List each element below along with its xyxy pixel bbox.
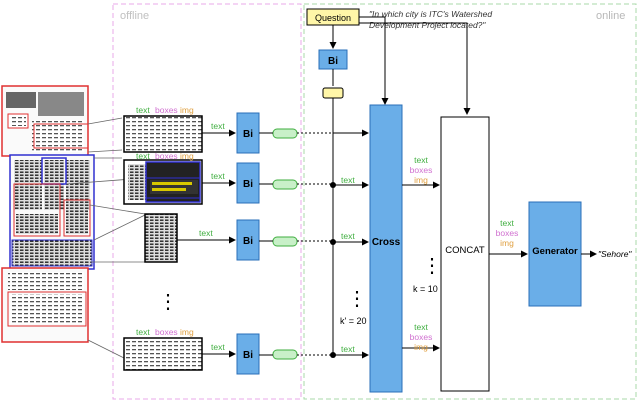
bus-text-2: text — [341, 175, 355, 185]
online-region — [303, 3, 637, 400]
snippet-2 — [123, 159, 203, 205]
offline-label: offline — [120, 10, 149, 22]
document-pages — [1, 85, 95, 343]
bi-encoder-1: Bi — [243, 129, 253, 140]
bus-ellipsis: ⋮ — [347, 288, 367, 310]
cross-encoder — [369, 104, 403, 393]
offline-encoders — [236, 112, 260, 375]
question-box-label: Question — [315, 13, 351, 23]
arrow-text-3: text — [199, 228, 213, 238]
bus-text-3: text — [341, 231, 355, 241]
bus-to-cross-arrows — [333, 129, 369, 359]
feature-boxes-4: boxes — [155, 327, 178, 337]
feature-text-4: text — [136, 327, 150, 337]
feature-text-2: text — [136, 151, 150, 161]
page-to-snippet-lines — [65, 117, 146, 359]
gen-boxes: boxes — [496, 228, 519, 238]
arrow-text-2: text — [211, 171, 225, 181]
feature-img-4: img — [180, 327, 194, 337]
embedding-to-bus-lines — [297, 132, 333, 356]
cross-boxes-2: boxes — [410, 332, 433, 342]
feature-img-1: img — [180, 105, 194, 115]
feature-boxes-1: boxes — [155, 105, 178, 115]
gen-text: text — [500, 218, 514, 228]
cross-to-concat-arrows — [402, 181, 440, 352]
k-prime-label: k' = 20 — [340, 316, 367, 326]
offline-embeddings — [272, 128, 298, 360]
concat-block — [440, 116, 490, 392]
question-text-line1: "In which city is ITC's Watershed — [369, 9, 492, 19]
feature-text-1: text — [136, 105, 150, 115]
question-bi-label: Bi — [328, 56, 338, 67]
bi-to-embedding-lines — [259, 132, 273, 356]
bi-encoder-3: Bi — [243, 236, 253, 247]
feature-img-2: img — [180, 151, 194, 161]
cross-img-2: img — [414, 342, 428, 352]
output-answer: "Sehore" — [598, 249, 632, 259]
cross-text-1: text — [414, 155, 428, 165]
feature-boxes-2: boxes — [155, 151, 178, 161]
concat-label: CONCAT — [445, 245, 485, 256]
bi-encoder-4: Bi — [243, 350, 253, 361]
question-text-line2: Development Project located?" — [369, 20, 486, 30]
bus-text-4: text — [341, 344, 355, 354]
generator-label: Generator — [532, 246, 578, 257]
k-label: k = 10 — [413, 284, 438, 294]
cross-text-2: text — [414, 322, 428, 332]
cross-boxes-1: boxes — [410, 165, 433, 175]
snippet-1 — [123, 115, 203, 153]
generator-block — [528, 201, 582, 307]
snippet-3 — [144, 213, 178, 263]
question-embedding — [322, 87, 344, 99]
question-arrows — [329, 16, 471, 115]
snippet-4 — [123, 337, 203, 371]
offline-region — [112, 3, 302, 400]
offline-feature-labels: text boxes img text boxes img text boxes… — [136, 105, 194, 337]
arrow-text-4: text — [211, 342, 225, 352]
gen-img: img — [500, 238, 514, 248]
cross-img-1: img — [414, 175, 428, 185]
offline-ellipsis: ⋮ — [158, 291, 178, 313]
online-label: online — [596, 10, 625, 22]
snippet-to-bi-arrows — [177, 129, 236, 358]
cross-encoder-label: Cross — [372, 237, 401, 248]
arrow-text-1: text — [211, 121, 225, 131]
bi-encoder-2: Bi — [243, 179, 253, 190]
cross-ellipsis: ⋮ — [422, 255, 442, 277]
